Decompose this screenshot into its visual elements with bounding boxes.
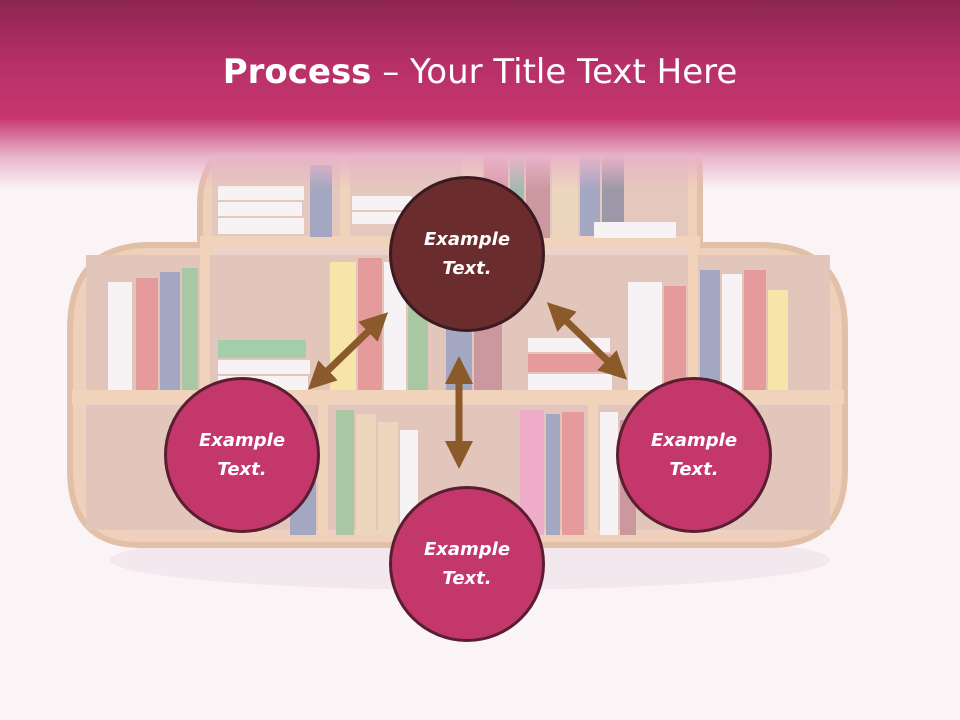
title-rest: – Your Title Text Here	[371, 52, 738, 92]
node-text-line2: Text.	[442, 258, 492, 279]
node-text-line2: Text.	[669, 459, 719, 480]
node-text-line2: Text.	[217, 459, 267, 480]
book-stack	[218, 186, 304, 234]
node-text-line1: Example	[423, 539, 511, 560]
node-text-line2: Text.	[442, 568, 492, 589]
node-text-line1: Example	[198, 430, 286, 451]
node-text-line1: Example	[423, 229, 511, 250]
title-bold: Process	[222, 52, 372, 92]
arrow-top-left	[307, 312, 389, 390]
slide-title: Process – Your Title Text Here	[0, 52, 960, 92]
process-node-top[interactable]: Example Text.	[389, 176, 545, 332]
process-node-right[interactable]: Example Text.	[616, 377, 772, 533]
process-node-bottom[interactable]: Example Text.	[389, 486, 545, 642]
process-node-left[interactable]: Example Text.	[164, 377, 320, 533]
node-text-line1: Example	[650, 430, 738, 451]
arrow-top-right	[546, 302, 628, 380]
title-band	[0, 0, 960, 190]
